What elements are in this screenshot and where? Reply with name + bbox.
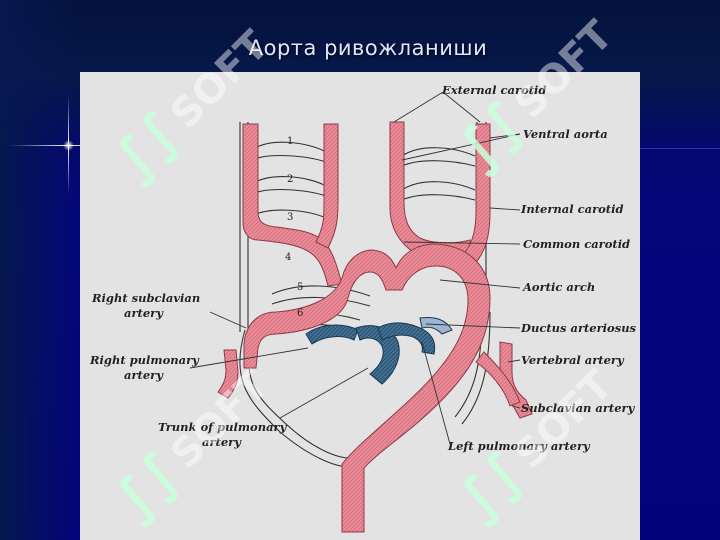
- aorta-diagram: 1 2 3 4 5 6 External carotid Ventral aor…: [80, 72, 640, 540]
- label-ventral-aorta: Ventral aorta: [523, 127, 608, 141]
- label-common-carotid: Common carotid: [523, 237, 630, 251]
- arch-number-1: 1: [287, 136, 293, 147]
- arch-number-6: 6: [297, 308, 303, 319]
- arch-numbers: 1 2 3 4 5 6: [285, 136, 303, 319]
- decorative-sparkle-icon: [63, 140, 74, 151]
- arch-number-3: 3: [287, 212, 293, 223]
- arch-number-5: 5: [297, 282, 303, 293]
- label-external-carotid: External carotid: [441, 83, 546, 97]
- label-leader-lines: [189, 91, 521, 445]
- label-internal-carotid: Internal carotid: [520, 202, 624, 216]
- label-trunk-of-pulmonary-artery-line2: artery: [202, 435, 242, 449]
- arch-number-4: 4: [285, 252, 291, 263]
- label-trunk-of-pulmonary-artery-line1: Trunk of pulmonary: [158, 420, 288, 434]
- diagram-labels: External carotid Ventral aorta Internal …: [89, 83, 637, 453]
- label-right-subclavian-artery-line1: Right subclavian: [91, 291, 200, 305]
- label-right-subclavian-artery-line2: artery: [124, 306, 164, 320]
- label-left-pulmonary-artery: Left pulmonary artery: [447, 439, 591, 453]
- label-aortic-arch: Aortic arch: [522, 280, 595, 294]
- pulmonary-arteries: [305, 317, 453, 385]
- aorta-diagram-svg: 1 2 3 4 5 6 External carotid Ventral aor…: [89, 83, 637, 533]
- obliterated-vessel-outlines: [239, 122, 491, 468]
- slide-title: Аорта ривожланиши: [248, 36, 488, 60]
- label-right-pulmonary-artery-line2: artery: [124, 368, 164, 382]
- label-vertebral-artery: Vertebral artery: [521, 353, 625, 367]
- label-subclavian-artery: Subclavian artery: [521, 401, 636, 415]
- slide-left-glow: [0, 0, 80, 540]
- decorative-right-line: [640, 148, 720, 149]
- label-right-pulmonary-artery-line1: Right pulmonary: [89, 353, 200, 367]
- aortic-arteries: [217, 121, 533, 533]
- label-ductus-arteriosus: Ductus arteriosus: [520, 321, 637, 335]
- arch-number-2: 2: [287, 174, 293, 185]
